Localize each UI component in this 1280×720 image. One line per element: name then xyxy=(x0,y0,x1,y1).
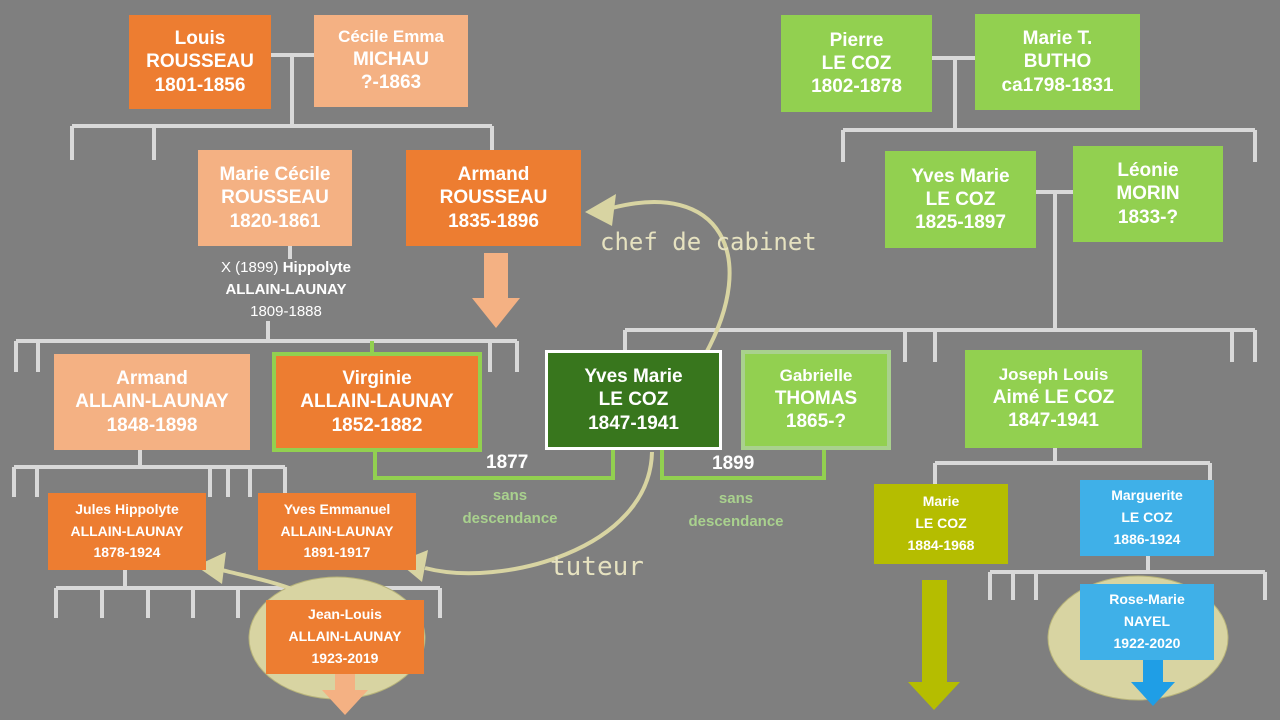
person-last-name: ALLAIN-LAUNAY xyxy=(288,628,402,645)
person-louis-rousseau: Louis ROUSSEAU 1801-1856 xyxy=(129,15,271,109)
person-last-name: ROUSSEAU xyxy=(439,187,548,209)
person-last-name: ROUSSEAU xyxy=(146,51,254,73)
person-first-name: Rose-Marie xyxy=(1109,591,1185,608)
person-virginie-allain-launay: Virginie ALLAIN-LAUNAY 1852-1882 xyxy=(272,352,482,452)
person-last-name: ALLAIN-LAUNAY xyxy=(75,391,229,413)
person-dates: 1891-1917 xyxy=(303,544,371,561)
person-last-name: THOMAS xyxy=(774,388,858,410)
person-cecile-michau: Cécile Emma MICHAU ?-1863 xyxy=(314,15,468,107)
person-dates: 1847-1941 xyxy=(588,412,679,434)
person-last-name: LE COZ xyxy=(598,389,669,411)
person-first-name: Léonie xyxy=(1117,160,1179,182)
marriage-year-1899: 1899 xyxy=(712,453,755,474)
person-dates: 1847-1941 xyxy=(1008,410,1099,432)
note-descendance: descendance xyxy=(462,509,558,527)
person-first-name: Jules Hippolyte xyxy=(75,500,179,517)
note-sans: sans xyxy=(492,487,528,504)
person-marie-le-coz: Marie LE COZ 1884-1968 xyxy=(874,484,1008,564)
person-first-name: Jean-Louis xyxy=(308,606,382,623)
note-descendance: descendance xyxy=(688,512,784,530)
person-marie-cecile-rousseau: Marie Cécile ROUSSEAU 1820-1861 xyxy=(198,150,352,246)
person-dates: 1848-1898 xyxy=(106,414,198,436)
person-dates: 1886-1924 xyxy=(1113,530,1181,547)
person-first-name: Pierre xyxy=(829,29,884,51)
person-dates: 1825-1897 xyxy=(915,212,1006,234)
person-last-name: NAYEL xyxy=(1123,613,1171,630)
person-dates: 1922-2020 xyxy=(1113,634,1181,651)
person-first-name: Armand xyxy=(116,368,188,390)
person-first-name: Louis xyxy=(174,28,226,50)
arrow-down-marie xyxy=(908,580,960,710)
person-first-name: Yves Marie xyxy=(584,366,683,388)
spouse-first-name: Hippolyte xyxy=(282,259,352,276)
person-leonie-morin: Léonie MORIN 1833-? xyxy=(1073,146,1223,242)
person-marguerite-le-coz: Marguerite LE COZ 1886-1924 xyxy=(1080,480,1214,556)
person-last-name: LE COZ xyxy=(915,515,967,532)
person-dates: 1802-1878 xyxy=(811,76,902,98)
person-marie-butho: Marie T. BUTHO ca1798-1831 xyxy=(975,14,1140,110)
person-last-name: Aimé LE COZ xyxy=(992,387,1115,409)
person-jean-louis-allain-launay: Jean-Louis ALLAIN-LAUNAY 1923-2019 xyxy=(266,600,424,674)
person-dates: 1884-1968 xyxy=(907,536,975,553)
person-first-name: Virginie xyxy=(342,368,412,390)
person-last-name: ALLAIN-LAUNAY xyxy=(300,391,454,413)
no-descendants-note-virginie: sans descendance xyxy=(440,485,580,530)
person-dates: 1820-1861 xyxy=(229,210,321,232)
person-gabrielle-thomas: Gabrielle THOMAS 1865-? xyxy=(741,350,891,450)
annotation-tuteur: tuteur xyxy=(550,552,644,582)
person-rose-marie-nayel: Rose-Marie NAYEL 1922-2020 xyxy=(1080,584,1214,660)
person-joseph-louis-le-coz: Joseph Louis Aimé LE COZ 1847-1941 xyxy=(965,350,1142,448)
person-last-name: ALLAIN-LAUNAY xyxy=(70,522,184,539)
spouse-last-name: ALLAIN-LAUNAY xyxy=(225,280,347,298)
person-armand-rousseau: Armand ROUSSEAU 1835-1896 xyxy=(406,150,581,246)
person-last-name: LE COZ xyxy=(1121,509,1173,526)
person-dates: ca1798-1831 xyxy=(1001,74,1114,96)
person-last-name: LE COZ xyxy=(821,52,892,74)
person-dates: 1835-1896 xyxy=(448,210,539,232)
annotation-chef-de-cabinet: chef de cabinet xyxy=(600,228,817,256)
person-first-name: Cécile Emma xyxy=(338,27,444,47)
person-first-name: Joseph Louis xyxy=(998,365,1109,385)
person-dates: 1801-1856 xyxy=(154,74,246,96)
note-sans: sans xyxy=(718,490,754,507)
person-last-name: BUTHO xyxy=(1023,51,1092,73)
person-yves-emmanuel-allain-launay: Yves Emmanuel ALLAIN-LAUNAY 1891-1917 xyxy=(258,493,416,570)
spouse-note-hippolyte: X (1899) Hippolyte ALLAIN-LAUNAY 1809-18… xyxy=(196,257,376,322)
person-dates: ?-1863 xyxy=(360,72,422,94)
person-first-name: Gabrielle xyxy=(779,366,853,386)
person-pierre-le-coz: Pierre LE COZ 1802-1878 xyxy=(781,15,932,112)
person-last-name: MICHAU xyxy=(353,49,429,71)
person-first-name: Marie T. xyxy=(1022,28,1093,50)
person-last-name: ROUSSEAU xyxy=(221,187,329,209)
person-last-name: LE COZ xyxy=(925,188,996,210)
person-dates: 1923-2019 xyxy=(311,649,379,666)
person-last-name: MORIN xyxy=(1116,183,1180,205)
person-dates: 1865-? xyxy=(785,411,847,433)
marriage-year-1877: 1877 xyxy=(486,452,529,473)
person-first-name: Yves Marie xyxy=(911,165,1010,187)
person-dates: 1833-? xyxy=(1117,206,1179,228)
arrow-down-jean-louis xyxy=(322,670,368,715)
arrow-down-armand xyxy=(472,253,520,328)
person-first-name: Armand xyxy=(457,164,530,186)
person-dates: 1878-1924 xyxy=(93,544,161,561)
person-last-name: ALLAIN-LAUNAY xyxy=(280,522,394,539)
person-first-name: Yves Emmanuel xyxy=(283,500,391,517)
person-dates: 1852-1882 xyxy=(331,414,423,436)
person-first-name: Marguerite xyxy=(1111,487,1183,504)
person-yves-marie-le-coz-1847: Yves Marie LE COZ 1847-1941 xyxy=(545,350,722,450)
person-armand-allain-launay: Armand ALLAIN-LAUNAY 1848-1898 xyxy=(54,354,250,450)
person-first-name: Marie Cécile xyxy=(219,164,331,186)
spouse-dates: 1809-1888 xyxy=(250,302,322,320)
no-descendants-note-gabrielle: sans descendance xyxy=(666,488,806,533)
marriage-note: X (1899) xyxy=(220,259,279,276)
arrow-down-rose-marie xyxy=(1131,658,1175,706)
person-jules-hippolyte-allain-launay: Jules Hippolyte ALLAIN-LAUNAY 1878-1924 xyxy=(48,493,206,570)
person-first-name: Marie xyxy=(922,493,960,510)
person-yves-marie-le-coz-1825: Yves Marie LE COZ 1825-1897 xyxy=(885,151,1036,248)
